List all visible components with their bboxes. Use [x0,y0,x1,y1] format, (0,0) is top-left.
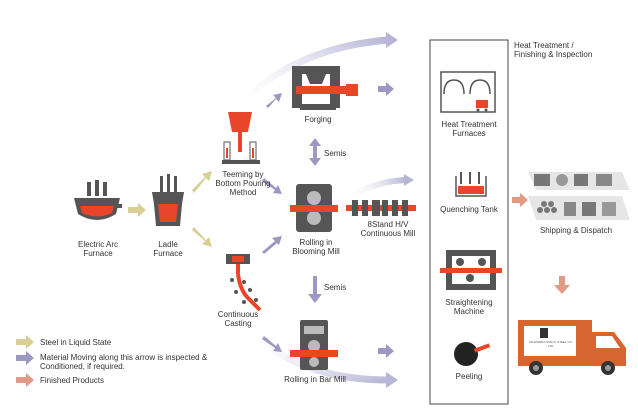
teeming-icon [222,112,260,164]
bar-mill-icon [290,320,338,370]
label-peeling: Peeling [455,372,483,381]
label-electric-arc-furnace: Electric Arc Furnace [77,240,118,258]
label-straightening: Straightening Machine [445,298,493,316]
material-arrow-to-forging [266,93,282,108]
legend-finished-arrow [16,373,34,387]
peeling-icon [454,342,491,366]
legend-liquid-label: Steel in Liquid State [40,338,112,347]
swoosh-top-arrow [229,36,389,115]
continuous-casting-icon [226,254,262,312]
label-quenching-tank: Quenching Tank [440,205,498,214]
straightening-machine-icon [440,250,502,290]
swoosh-mid-arrow [343,177,406,203]
legend-finished-label: Finished Products [40,376,105,385]
ladle-furnace-icon [152,174,184,226]
blooming-mill-icon [290,184,338,232]
label-semis-bottom: Semis [324,283,347,292]
label-ladle-furnace: Ladle Furnace [153,240,183,258]
swoosh-bottom-arrowhead [386,372,398,388]
finished-arrow-to-truck [554,276,570,294]
semis-arrow-bottom [308,276,322,303]
label-rolling-bar: Rolling in Bar Mill [284,375,346,384]
label-stand-mill: 8Stand H/V Continuous Mill [360,220,416,238]
label-rolling-blooming: Rolling in Blooming Mill [292,238,340,256]
delivery-truck-icon [518,320,626,375]
legend-material-label-2: Conditioned, if required. [40,362,125,371]
legend-material-label-1: Material Moving along this arrow is insp… [40,353,208,362]
label-semis-top: Semis [324,149,347,158]
truck-company-text: MAHINDRA SANYO STEEL CO. LTD. [529,340,573,348]
label-forging: Forging [304,115,332,124]
swoosh-top-arrowhead [386,32,398,48]
finished-arrow-to-shipping [512,193,528,207]
semis-arrow-top [309,138,321,166]
finishing-panel [429,39,509,405]
material-arrow-to-blooming-from-teeming [262,178,282,194]
liquid-arrow-1 [128,203,146,217]
forging-icon [292,66,358,110]
heat-treatment-furnaces-icon [440,71,496,113]
electric-arc-furnace-icon [74,180,122,220]
label-continuous-casting: Continuous Casting [217,310,259,328]
liquid-arrow-down [192,227,212,247]
label-heat-treatment-title: Heat Treatment / Finishing & Inspection [514,41,593,59]
shipping-dispatch-icon [528,172,630,220]
material-arrow-to-blooming-from-cc [262,236,282,254]
label-teeming: Teeming by Bottom Pouring Method [215,170,271,197]
liquid-arrow-up [192,171,212,193]
label-shipping: Shipping & Dispatch [539,226,613,235]
material-arrow-forging-right [378,82,394,96]
stand-mill-icon [346,200,416,216]
label-heat-treatment-furnaces: Heat Treatment Furnaces [441,120,497,138]
legend-liquid-arrow [16,335,34,349]
material-arrow-barmill-right [378,344,394,358]
swoosh-mid-arrowhead [404,174,414,186]
legend-material-arrow [16,351,34,365]
material-arrow-to-barmill [262,336,282,352]
quenching-tank-icon [455,172,487,197]
